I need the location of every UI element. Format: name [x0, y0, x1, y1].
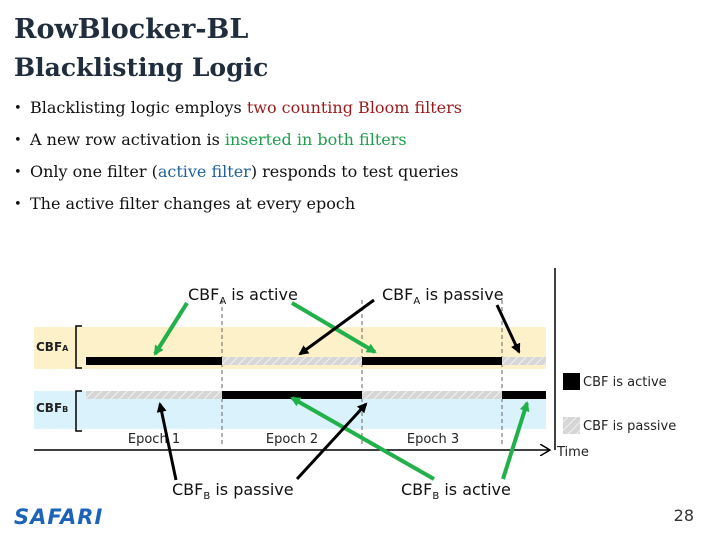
cbf-a-bracket: [75, 325, 82, 369]
bullet-text: The active filter changes at every epoch: [30, 194, 356, 213]
black-arrow-b-passive: [156, 402, 178, 481]
green-arrow-b-active: [290, 396, 435, 481]
callout-cbf-b-passive: CBFB is passive: [172, 480, 294, 503]
bullet-list: • Blacklisting logic employs two counting…: [14, 95, 462, 223]
green-arrow-b-active: [501, 401, 530, 480]
bullet-item: • The active filter changes at every epoc…: [14, 191, 462, 223]
page-number: 28: [673, 506, 694, 525]
cbf-b-bracket: [75, 390, 82, 432]
bullet-text: A new row activation is: [30, 130, 225, 149]
bullet-item: • Only one filter (active filter) respond…: [14, 159, 462, 191]
cbf-b-passive-bar: [362, 391, 502, 399]
cbf-a-active-bar: [86, 357, 222, 365]
green-arrow-a-active: [153, 301, 189, 356]
bullet-highlight: active filter: [157, 162, 251, 181]
epoch-1-label: Epoch 1: [128, 432, 180, 447]
bullet-dot-icon: •: [14, 133, 22, 148]
callout-cbf-a-active: CBFA is active: [188, 285, 298, 308]
safari-logo: SAFARI: [14, 505, 104, 529]
cbf-b-row-label: CBFB: [36, 401, 68, 415]
legend-passive-swatch: [563, 417, 580, 434]
cbf-a-passive-bar: [222, 357, 362, 365]
epoch-3-label: Epoch 3: [407, 432, 459, 447]
cbf-a-row-label: CBFA: [36, 340, 69, 354]
callout-cbf-a-passive: CBFA is passive: [382, 285, 504, 308]
legend-active-swatch: [563, 373, 580, 390]
time-label: Time: [556, 445, 589, 460]
green-arrow-a-active: [290, 301, 377, 354]
cbf-b-passive-bar: [86, 391, 222, 399]
callout-cbf-b-active: CBFB is active: [401, 480, 511, 503]
black-arrow-a-passive: [298, 298, 375, 356]
bullet-dot-icon: •: [14, 101, 22, 116]
cbf-b-active-bar: [502, 391, 546, 399]
bullet-dot-icon: •: [14, 165, 22, 180]
bullet-item: • Blacklisting logic employs two counting…: [14, 95, 462, 127]
cbf-a-active-bar: [362, 357, 502, 365]
cbf-b-active-bar: [222, 391, 362, 399]
black-arrow-b-passive: [295, 402, 368, 481]
slide-subtitle: Blacklisting Logic: [14, 53, 269, 82]
black-arrow-a-passive: [495, 304, 521, 354]
legend-active-label: CBF is active: [583, 375, 667, 390]
cbf-a-passive-bar: [502, 357, 546, 365]
bullet-dot-icon: •: [14, 197, 22, 212]
epoch-2-label: Epoch 2: [266, 432, 318, 447]
legend-passive-label: CBF is passive: [583, 419, 676, 434]
bullet-highlight: two counting Bloom filters: [246, 98, 462, 117]
bullet-text: Blacklisting logic employs: [30, 98, 247, 117]
bullet-text: Only one filter (: [30, 162, 158, 181]
bullet-item: • A new row activation is inserted in bot…: [14, 127, 462, 159]
slide-title: RowBlocker-BL: [14, 14, 249, 45]
bullet-text-tail: ) responds to test queries: [250, 162, 459, 181]
bullet-highlight: inserted in both filters: [224, 130, 407, 149]
